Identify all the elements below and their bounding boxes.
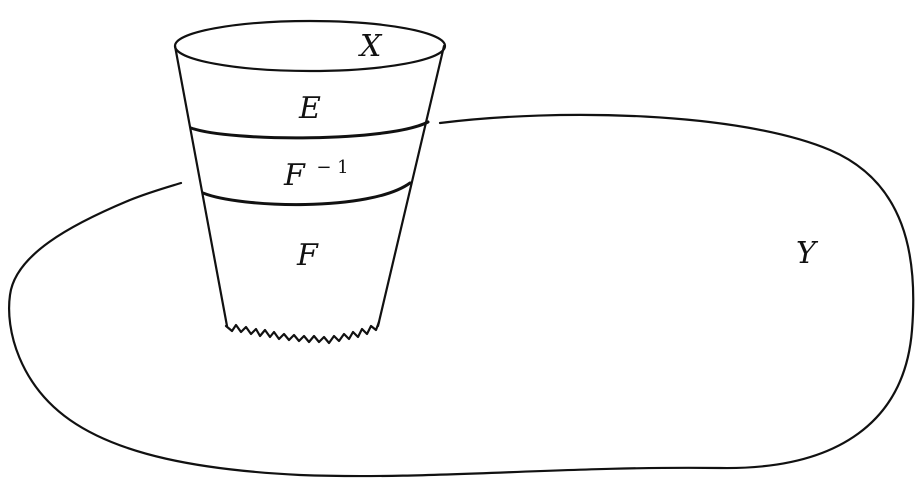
cup-torn-bottom: [224, 320, 381, 345]
cup-right-side: [376, 44, 446, 328]
cup-rim-x: [173, 19, 447, 73]
label-y: Y: [796, 236, 819, 271]
band-boundary-f-inverse: [201, 181, 412, 207]
cup-left-side: [173, 44, 229, 328]
label-e: E: [298, 91, 321, 126]
label-x: X: [358, 29, 383, 64]
band-boundary-e: [189, 120, 430, 140]
label-f-inverse-exponent: − 1: [316, 157, 348, 178]
label-f-inverse: F − 1: [283, 157, 349, 193]
label-f-inverse-base: F: [283, 158, 306, 193]
surface-y-outline: [8, 113, 915, 478]
label-f: F: [296, 238, 319, 273]
